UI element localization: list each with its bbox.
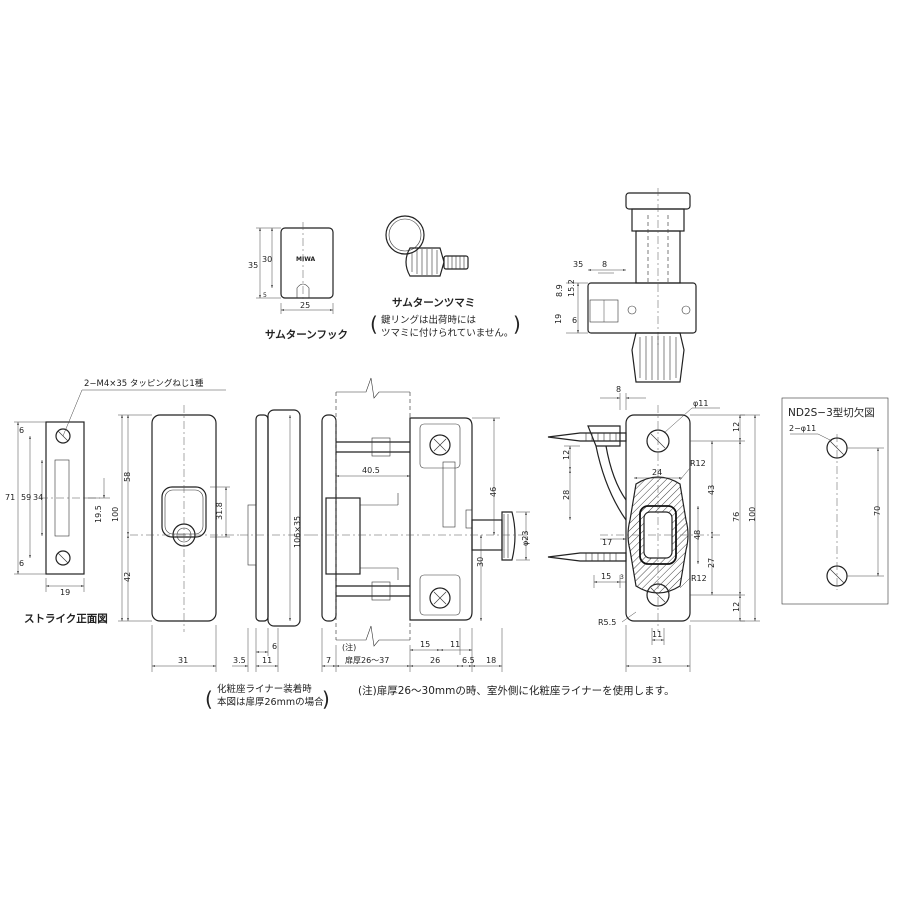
label-door-thickness: 扉厚26〜37 (345, 655, 389, 665)
dim-strike-71: 71 (5, 493, 15, 502)
key-ring-paren-close: ) (513, 312, 521, 336)
dim-strike-6a: 6 (19, 426, 24, 435)
dim-strike-6b: 6 (19, 559, 24, 568)
dim-side-phi23: φ23 (521, 531, 530, 546)
liner-note-line1: 化粧座ライナー装着時 (217, 683, 312, 695)
dim-side-26: 26 (430, 656, 440, 665)
dim-back-8: 8 (616, 385, 621, 394)
label-cutout-hole: 2−φ11 (789, 424, 816, 433)
strike-front-view: 2−M4×35 タッピングねじ1種 6 71 59 34 6 19.5 19 ス… (5, 378, 226, 625)
key-ring-paren-open: ( (370, 312, 378, 336)
dim-front-31: 31 (178, 656, 188, 665)
dim-side-40-5: 40.5 (362, 466, 380, 475)
dim-hook-30: 30 (262, 255, 272, 264)
footer-note: (注)扉厚26〜30mmの時、室外側に化粧座ライナーを使用します。 (358, 684, 675, 697)
dim-side-18: 18 (486, 656, 496, 665)
dim-back-28: 28 (562, 490, 571, 500)
liner-side-view: 106×35 3.5 11 6 ( 化粧座ライナー装着時 本図は扉厚26mmの場… (205, 409, 330, 711)
back-view-lock: 8 φ11 12 76 12 100 24 R12 43 27 48 12 28… (547, 385, 760, 672)
label-note-marker: (注) (342, 642, 356, 652)
side-view-lock-body: 40.5 46 30 φ23 7 扉厚26〜37 (注) 15 11 26 6.… (310, 377, 530, 672)
dim-liner-3-5: 3.5 (233, 656, 246, 665)
dim-back-15: 15 (601, 572, 611, 581)
dim-back-r12b: R12 (691, 574, 707, 583)
dim-top-19: 19 (554, 314, 563, 324)
dim-side-7: 7 (326, 656, 331, 665)
dim-back-24: 24 (652, 468, 662, 477)
dim-hook-25: 25 (300, 301, 310, 310)
dim-strike-59: 59 (21, 493, 31, 502)
dim-back-43: 43 (707, 485, 716, 495)
dim-side-30: 30 (476, 557, 485, 567)
dim-strike-19: 19 (60, 588, 70, 597)
label-strike-front-view: ストライク正面図 (24, 613, 108, 625)
key-ring-note-line1: 鍵リングは出荷時には (381, 314, 477, 326)
dim-front-58: 58 (123, 472, 132, 482)
liner-note-paren-open: ( (205, 687, 213, 711)
dim-back-27: 27 (707, 558, 716, 568)
dim-liner-106x35: 106×35 (293, 516, 302, 548)
dim-back-r12a: R12 (690, 459, 706, 468)
key-ring-note-line2: ツマミに付けられていません。 (381, 328, 513, 339)
dim-top-8-9: 8.9 (555, 284, 564, 297)
dim-side-46: 46 (489, 487, 498, 497)
dim-back-17: 17 (602, 538, 612, 547)
dim-front-100: 100 (111, 507, 120, 522)
dim-cutout-70: 70 (873, 506, 882, 516)
dim-top-35: 35 (573, 260, 583, 269)
dim-strike-19-5: 19.5 (94, 505, 103, 523)
thumbturn-hook-view: MIWA 35 30 5 25 サムターンフック (248, 222, 348, 341)
dim-back-76: 76 (732, 512, 741, 522)
dim-back-3: 3 (620, 574, 624, 581)
brand-mark: MIWA (296, 256, 316, 263)
dim-side-6-5: 6.5 (462, 656, 475, 665)
dim-back-12a: 12 (732, 422, 741, 432)
label-thumbturn-hook: サムターンフック (265, 329, 348, 341)
liner-note-line2: 本図は扉厚26mmの場合 (217, 696, 324, 708)
label-screw-spec: 2−M4×35 タッピングねじ1種 (84, 378, 204, 389)
dim-side-15: 15 (420, 640, 430, 649)
dim-back-48: 48 (693, 530, 702, 540)
label-thumbturn-knob: サムターンツマミ (392, 297, 475, 309)
dim-top-6: 6 (572, 316, 577, 325)
dim-back-phi11: φ11 (693, 399, 708, 408)
dim-back-r5-5: R5.5 (598, 618, 616, 627)
front-view-cylinder: 100 58 42 31.8 31 (111, 405, 240, 672)
top-view-assembly: 35 8 8.9 15.2 19 6 (554, 188, 697, 383)
dim-liner-11: 11 (262, 656, 272, 665)
dim-hook-35: 35 (248, 261, 258, 270)
dim-back-31: 31 (652, 656, 662, 665)
dim-hook-5: 5 (263, 292, 267, 299)
dim-back-11: 11 (652, 630, 662, 639)
dim-liner-6: 6 (272, 642, 277, 651)
dim-back-100: 100 (748, 507, 757, 522)
cutout-diagram: ND2S−3型切欠図 2−φ11 70 (781, 397, 889, 605)
thumbturn-knob-view: サムターンツマミ ( 鍵リングは出荷時には ツマミに付けられていません。 ) (370, 215, 521, 339)
dim-front-42: 42 (123, 572, 132, 582)
dim-back-12b: 12 (562, 450, 571, 460)
dim-top-15-2: 15.2 (567, 279, 576, 297)
liner-note-paren-close: ) (322, 687, 330, 711)
dim-strike-34: 34 (33, 493, 43, 502)
dim-top-8: 8 (602, 260, 607, 269)
dim-back-12c: 12 (732, 602, 741, 612)
dim-front-31-8: 31.8 (215, 502, 224, 520)
label-cutout-title: ND2S−3型切欠図 (788, 406, 875, 419)
dim-side-11: 11 (450, 640, 460, 649)
